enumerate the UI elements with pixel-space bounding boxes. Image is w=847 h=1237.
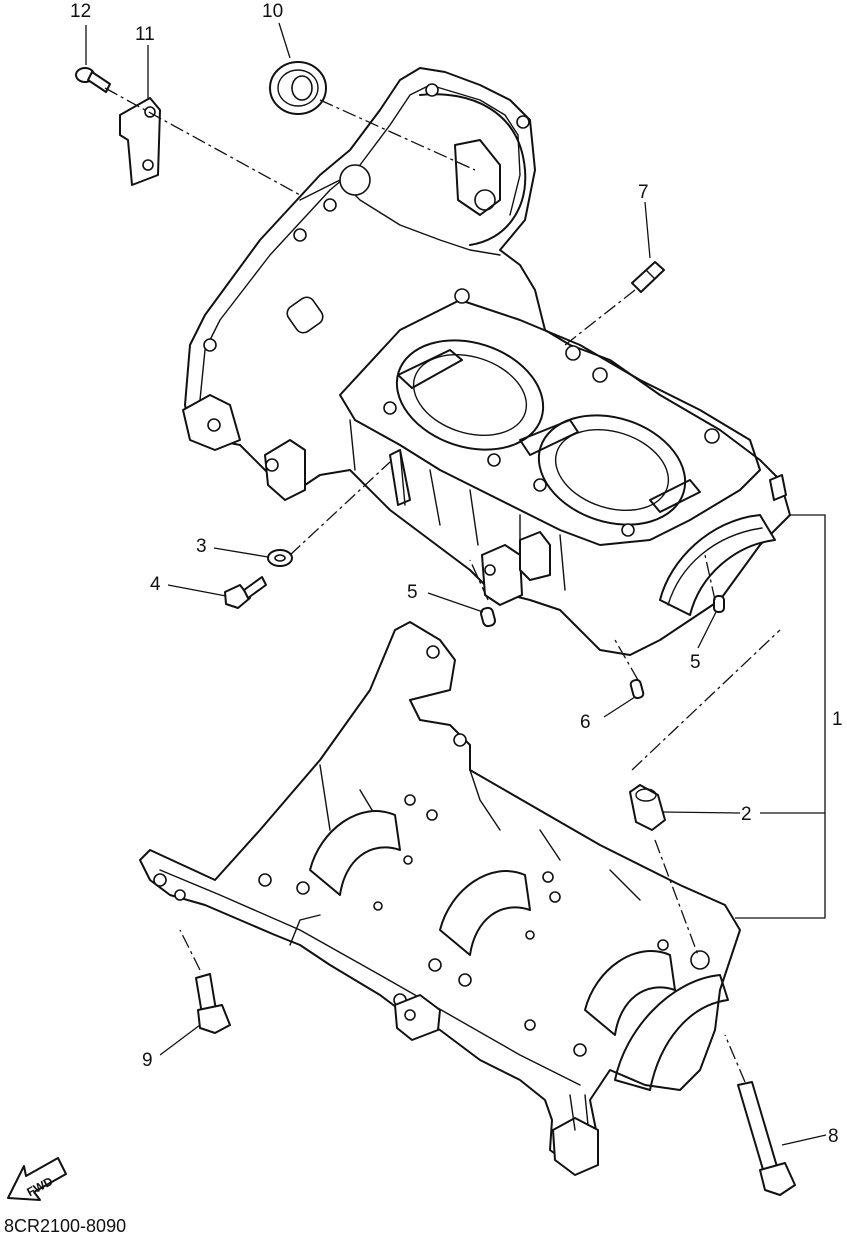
screw-part-12 — [75, 67, 111, 93]
callout-1: 1 — [832, 709, 843, 730]
drawing-code: 8CR2100-8090 — [4, 1216, 126, 1236]
callout-2: 2 — [741, 804, 752, 825]
pin-part-6 — [629, 678, 645, 700]
callout-5-left: 5 — [407, 582, 418, 603]
callout-11: 11 — [135, 24, 155, 45]
callout-labels: 12 11 10 7 3 4 5 5 6 1 2 9 8 — [70, 1, 843, 1147]
callout-5-right: 5 — [690, 652, 701, 673]
dowel-pin-part-5-left — [479, 606, 497, 628]
fwd-arrow: FWD — [7, 1157, 67, 1201]
callout-10: 10 — [262, 1, 283, 22]
dowel-pin-part-5-right — [713, 595, 725, 613]
oil-seal-part-10 — [269, 61, 327, 115]
callout-8: 8 — [828, 1126, 839, 1147]
callout-9: 9 — [142, 1050, 153, 1071]
bolt-part-8 — [737, 1081, 796, 1196]
washer-part-3 — [267, 549, 293, 567]
knock-pin-part-2 — [629, 784, 666, 831]
stud-part-7 — [631, 261, 665, 293]
callout-3: 3 — [196, 536, 207, 557]
bolt-part-9 — [195, 973, 231, 1034]
callout-4: 4 — [150, 574, 161, 595]
callout-6: 6 — [580, 712, 591, 733]
bolt-part-4 — [224, 576, 267, 609]
callout-7: 7 — [638, 182, 649, 203]
bracket-plate-part-11 — [119, 97, 161, 186]
leader-lines — [85, 22, 827, 1146]
upper-crankcase — [182, 67, 791, 656]
lower-crankcase — [139, 621, 741, 1176]
callout-12: 12 — [70, 1, 91, 22]
